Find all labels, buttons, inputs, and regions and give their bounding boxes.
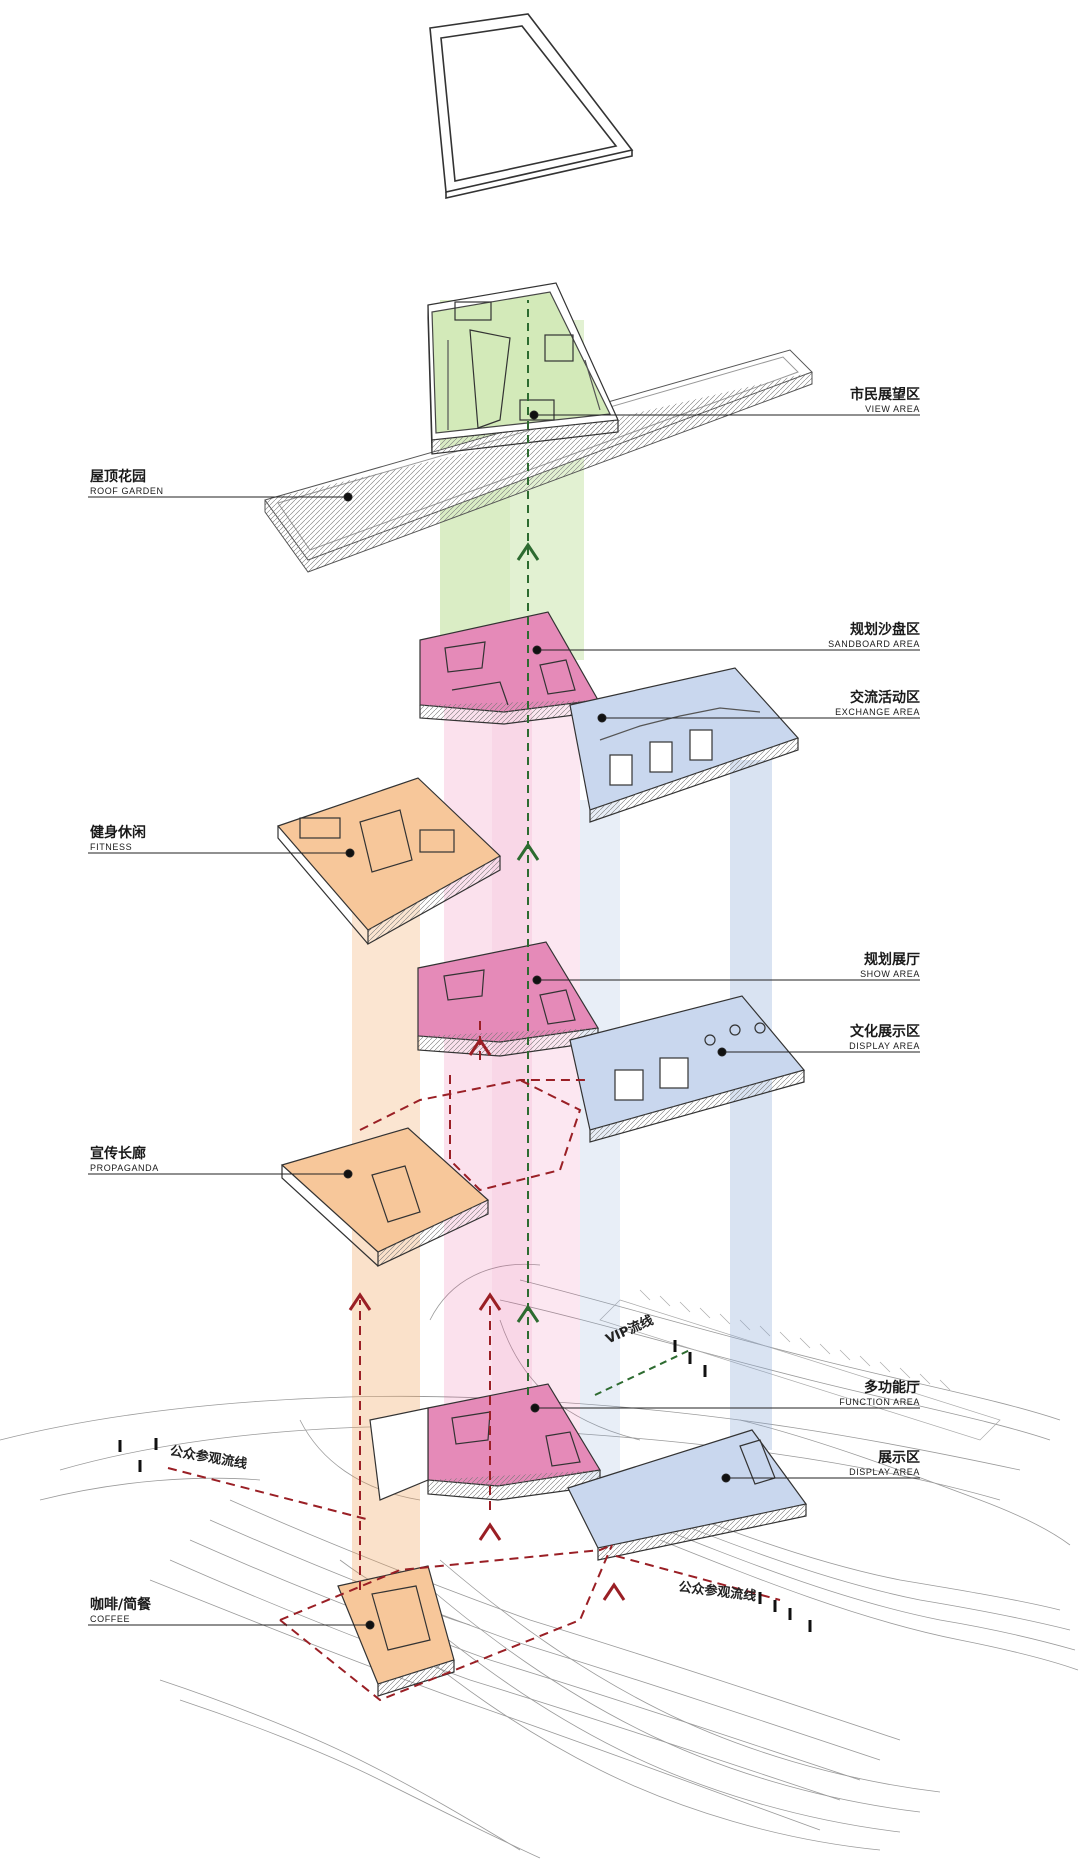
roof-outline	[429, 13, 634, 200]
label-function-area: 多功能厅 FUNCTION AREA	[839, 1381, 920, 1407]
label-fitness: 健身休闲 FITNESS	[90, 826, 146, 852]
public-arrows	[348, 1037, 626, 1601]
fitness-en: FITNESS	[90, 842, 133, 852]
vip-arrow-3	[516, 1304, 540, 1323]
propaganda-cn: 宣传长廊	[90, 1146, 146, 1162]
display-area-lower-en: DISPLAY AREA	[849, 1467, 920, 1477]
show-area-en: SHOW AREA	[860, 969, 920, 979]
vip-arrow-1	[516, 542, 540, 561]
public-arrow-upper	[468, 1037, 492, 1056]
fitness-plate	[276, 777, 502, 946]
label-display-area-upper: 文化展示区 DISPLAY AREA	[849, 1025, 920, 1051]
sandboard-plate	[419, 611, 599, 725]
label-display-area-lower: 展示区 DISPLAY AREA	[849, 1451, 920, 1477]
label-propaganda: 宣传长廊 PROPAGANDA	[90, 1147, 159, 1173]
exchange-area-en: EXCHANGE AREA	[835, 707, 920, 717]
roof-garden-plate	[264, 349, 813, 573]
label-show-area: 规划展厅 SHOW AREA	[860, 953, 920, 979]
label-sandboard-area: 规划沙盘区 SANDBOARD AREA	[828, 623, 920, 649]
view-area-plate	[427, 282, 619, 455]
sandboard-area-cn: 规划沙盘区	[850, 622, 920, 638]
view-area-en: VIEW AREA	[865, 404, 920, 414]
vip-circulation	[516, 300, 691, 1396]
label-coffee: 咖啡/简餐 COFFEE	[90, 1598, 151, 1624]
view-area-cn: 市民展望区	[850, 387, 920, 403]
public-arrow-pink	[478, 1292, 502, 1311]
public-arrow-site	[602, 1582, 626, 1601]
display-area-lower-cn: 展示区	[878, 1450, 920, 1466]
public-arrow-orange	[348, 1292, 372, 1311]
leader-lines	[88, 410, 920, 1630]
label-exchange-area: 交流活动区 EXCHANGE AREA	[835, 691, 920, 717]
function-area-cn: 多功能厅	[864, 1380, 920, 1396]
propaganda-en: PROPAGANDA	[90, 1163, 159, 1173]
coffee-cn: 咖啡/简餐	[90, 1597, 152, 1613]
sandboard-area-en: SANDBOARD AREA	[828, 639, 920, 649]
public-circulation	[167, 1020, 781, 1702]
function-area-plate	[369, 1383, 601, 1501]
vip-arrow-2	[516, 842, 540, 861]
public-arrow-ground	[478, 1522, 502, 1541]
fitness-cn: 健身休闲	[90, 825, 146, 841]
pink-shaft-mid	[492, 700, 532, 1460]
label-roof-garden: 屋顶花园 ROOF GARDEN	[90, 470, 164, 496]
show-area-plate	[417, 941, 599, 1057]
display-area-upper-en: DISPLAY AREA	[849, 1041, 920, 1051]
show-area-cn: 规划展厅	[864, 952, 920, 968]
display-area-upper-plate	[569, 995, 806, 1143]
site-parking	[599, 1289, 1001, 1441]
coffee-en: COFFEE	[90, 1614, 131, 1624]
pink-shaft-right	[532, 700, 580, 1460]
entrance-markers	[118, 1340, 812, 1632]
function-area-en: FUNCTION AREA	[839, 1397, 920, 1407]
propaganda-plate	[280, 1127, 490, 1267]
display-area-lower-plate	[567, 1429, 808, 1561]
display-area-upper-cn: 文化展示区	[850, 1024, 920, 1040]
exchange-area-cn: 交流活动区	[850, 690, 920, 706]
exchange-plate	[569, 667, 800, 823]
roof-garden-cn: 屋顶花园	[90, 469, 146, 485]
coffee-plate	[337, 1565, 455, 1697]
roof-garden-en: ROOF GARDEN	[90, 486, 164, 496]
blue-shaft-right	[730, 760, 772, 1450]
blue-shaft-left	[580, 800, 620, 1480]
label-view-area: 市民展望区 VIEW AREA	[850, 388, 920, 414]
